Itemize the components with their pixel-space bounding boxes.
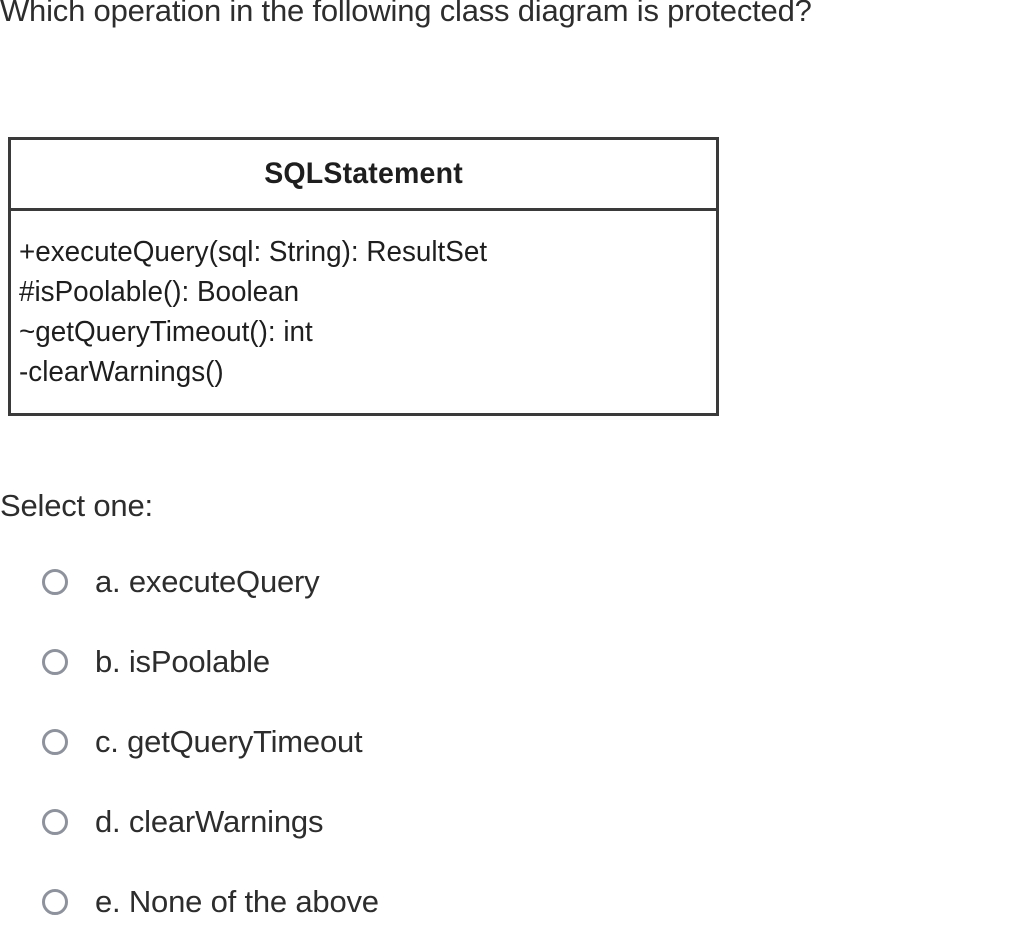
uml-operation-clearwarnings: -clearWarnings(): [19, 356, 224, 388]
answer-options-list: a. executeQuery b. isPoolable c. getQuer…: [0, 542, 1024, 942]
radio-button-icon-c[interactable]: [42, 729, 68, 755]
radio-button-icon-e[interactable]: [42, 889, 68, 915]
uml-name-compartment: SQLStatement: [11, 140, 716, 211]
uml-operations-compartment: +executeQuery(sql: String): ResultSet #i…: [11, 211, 716, 413]
uml-class-box: SQLStatement +executeQuery(sql: String):…: [8, 137, 719, 416]
uml-operation-getquerytimeout: ~getQueryTimeout(): int: [19, 316, 313, 348]
answer-option-label-b: b. isPoolable: [95, 644, 270, 679]
uml-operation-executequery: +executeQuery(sql: String): ResultSet: [19, 236, 488, 268]
answer-option-a[interactable]: a. executeQuery: [0, 542, 1024, 622]
select-one-label: Select one:: [0, 488, 153, 523]
uml-operation-ispoolable: #isPoolable(): Boolean: [19, 276, 300, 308]
answer-option-label-e: e. None of the above: [95, 884, 379, 919]
uml-class-name: SQLStatement: [264, 157, 463, 190]
answer-option-e[interactable]: e. None of the above: [0, 862, 1024, 942]
answer-option-label-c: c. getQueryTimeout: [95, 724, 363, 759]
answer-option-d[interactable]: d. clearWarnings: [0, 782, 1024, 862]
answer-option-b[interactable]: b. isPoolable: [0, 622, 1024, 702]
answer-option-c[interactable]: c. getQueryTimeout: [0, 702, 1024, 782]
class-diagram-figure: SQLStatement +executeQuery(sql: String):…: [8, 137, 719, 416]
answer-option-label-a: a. executeQuery: [95, 564, 320, 599]
radio-button-icon-a[interactable]: [42, 569, 68, 595]
radio-button-icon-d[interactable]: [42, 809, 68, 835]
answer-option-label-d: d. clearWarnings: [95, 804, 324, 839]
question-stem: Which operation in the following class d…: [0, 0, 812, 28]
radio-button-icon-b[interactable]: [42, 649, 68, 675]
